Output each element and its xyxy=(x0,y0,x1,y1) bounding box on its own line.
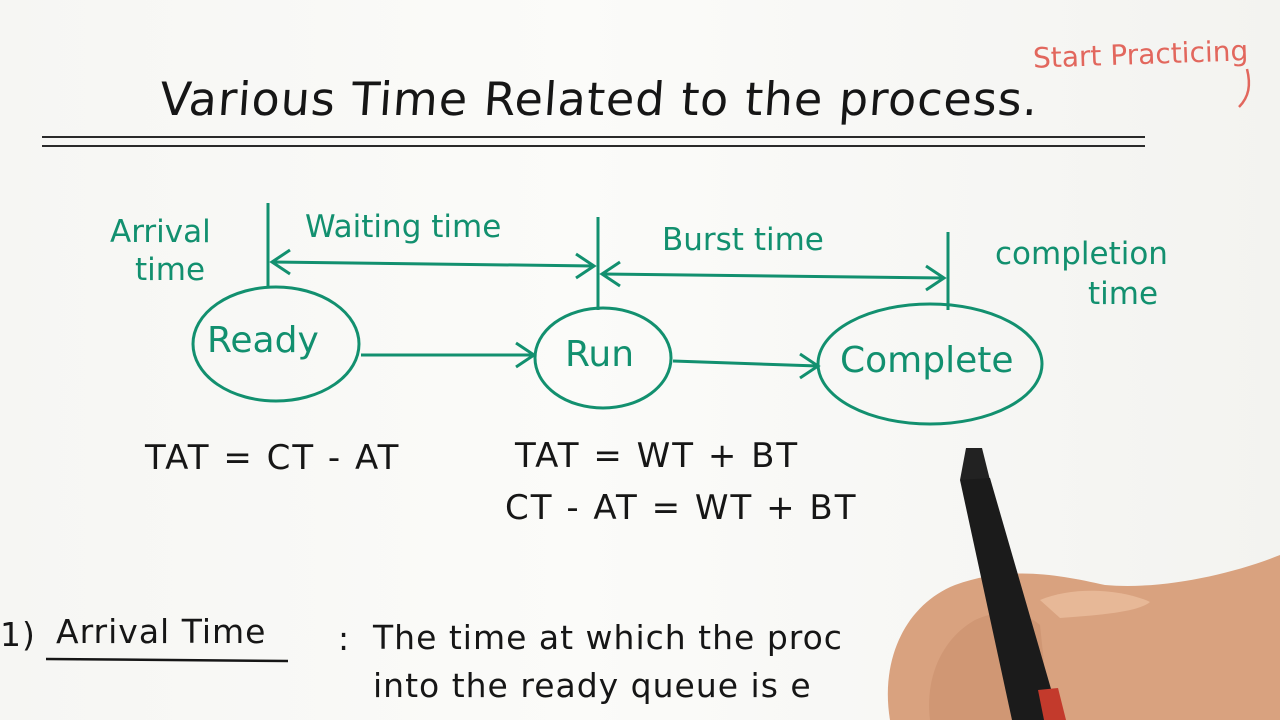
ready-to-run-arrow xyxy=(361,341,537,369)
burst-time-label: Burst time xyxy=(662,222,824,258)
hand-holding-marker xyxy=(887,448,1280,720)
marker-body xyxy=(960,478,1060,720)
definition-number: 1) xyxy=(0,615,36,654)
run-state-ellipse xyxy=(533,306,673,410)
marker-tip xyxy=(960,448,990,480)
formula-tat-wt-bt: TAT = WT + BT xyxy=(515,436,800,476)
definition-term: Arrival Time xyxy=(56,612,267,651)
waiting-time-arrow xyxy=(269,248,597,280)
run-to-complete-arrow xyxy=(672,352,821,380)
completion-time-label-1: completion xyxy=(995,236,1168,272)
complete-state-ellipse xyxy=(816,302,1044,426)
title-underline-2 xyxy=(42,145,1145,147)
run-state-label: Run xyxy=(565,334,635,375)
arrival-time-label-2: time xyxy=(135,252,206,288)
corner-note-hook xyxy=(1238,68,1251,108)
formula-ct-at-wt-bt: CT - AT = WT + BT xyxy=(505,488,858,528)
arrival-time-label-1: Arrival xyxy=(110,214,211,250)
burst-time-arrow xyxy=(599,260,947,292)
definition-text-line-1: The time at which the proc xyxy=(373,618,843,657)
ready-state-ellipse xyxy=(191,285,361,403)
ready-state-label: Ready xyxy=(207,320,319,361)
marker-band xyxy=(1038,688,1066,720)
waiting-time-label: Waiting time xyxy=(305,209,502,245)
completion-time-label-2: time xyxy=(1088,276,1159,312)
complete-state-label: Complete xyxy=(840,340,1014,381)
formula-tat-ct-at: TAT = CT - AT xyxy=(145,438,401,478)
definition-text-line-2: into the ready queue is e xyxy=(373,666,812,705)
term-underline xyxy=(45,657,289,663)
definition-separator: : xyxy=(338,619,351,658)
title-underline-1 xyxy=(42,136,1145,138)
